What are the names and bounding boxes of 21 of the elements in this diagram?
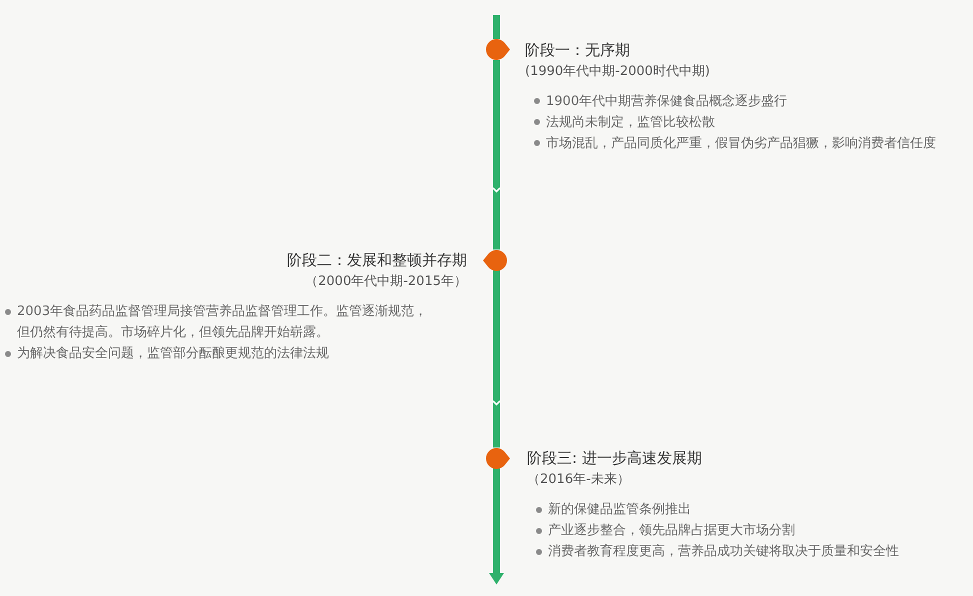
stage-title: 阶段二：发展和整顿并存期 xyxy=(287,250,467,271)
bullet-text: 新的保健品监管条例推出 xyxy=(548,501,691,519)
stage-title: 阶段三: 进一步高速发展期 xyxy=(527,448,702,469)
timeline-line xyxy=(493,15,500,39)
timeline-arrow xyxy=(489,468,504,584)
timeline-marker xyxy=(483,250,507,270)
timeline-marker xyxy=(486,39,510,60)
bullet-text: 市场混乱，产品同质化严重，假冒伪劣产品猖獗，影响消费者信任度 xyxy=(546,134,936,152)
bullet-text: 为解决食品安全问题，监管部分酝酿更规范的法律法规 xyxy=(17,345,329,363)
stage-period: （2000年代中期-2015年） xyxy=(305,273,467,291)
timeline-arrow xyxy=(492,270,501,448)
bullet-text: 产业逐步整合，领先品牌占据更大市场分割 xyxy=(548,522,795,540)
bullet-text: 1900年代中期营养保健食品概念逐步盛行 xyxy=(546,92,788,110)
bullet-text: 法规尚未制定，监管比较松散 xyxy=(546,114,715,132)
stage-title: 阶段一：无序期 xyxy=(525,40,630,60)
timeline-marker xyxy=(486,448,510,468)
stage-period: (1990年代中期-2000时代中期) xyxy=(525,62,710,80)
timeline-arrow xyxy=(492,60,501,250)
bullet-text: 消费者教育程度更高，营养品成功关键将取决于质量和安全性 xyxy=(548,542,899,561)
stage-period: （2016年-未来） xyxy=(527,471,630,489)
bullet-text: 2003年食品药品监督管理局接管营养品监督管理工作。监管逐渐规范，但仍然有待提高。市场碎片化，但领先品牌开始崭露。 xyxy=(17,303,428,342)
